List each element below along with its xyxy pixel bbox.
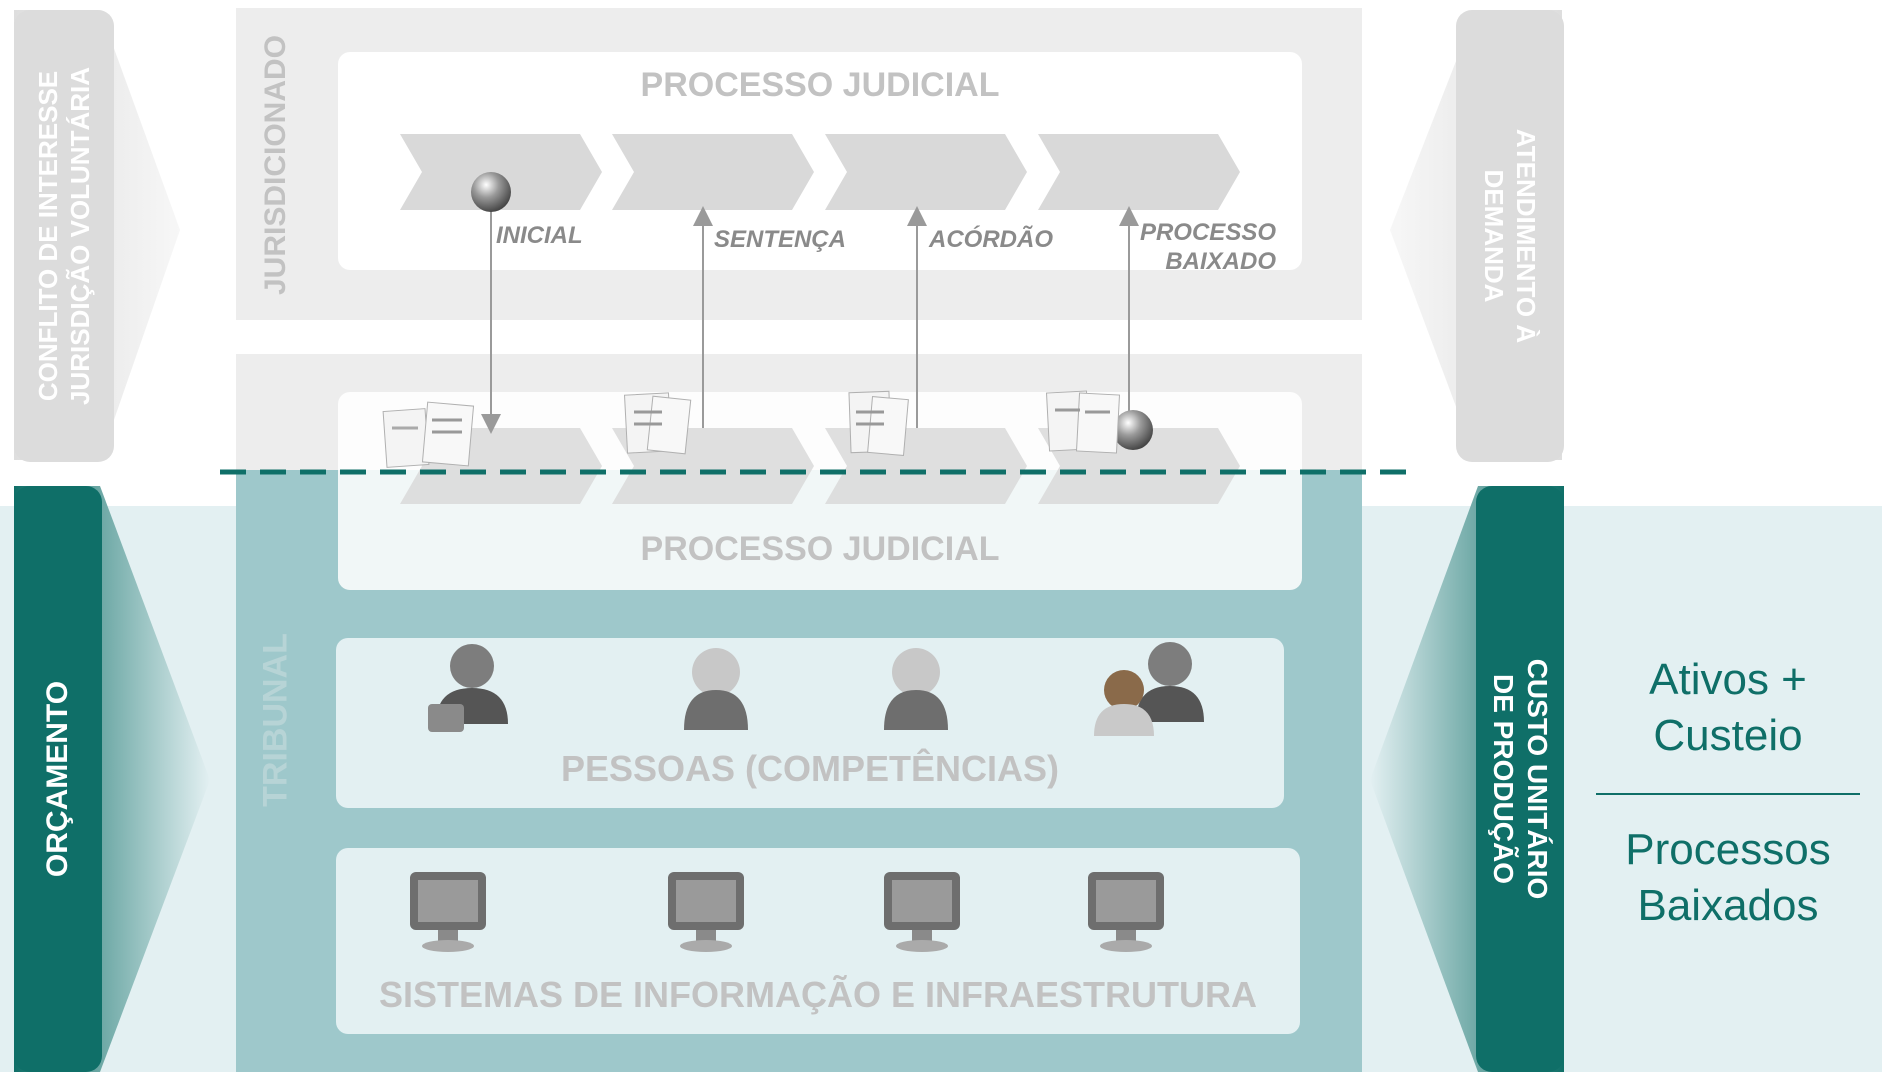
businessman-icon (428, 644, 508, 732)
pessoas-box (336, 638, 1284, 808)
formula-denominator: Processos Baixados (1596, 822, 1860, 934)
connector (538, 808, 570, 848)
bottom-process-title: PROCESSO JUDICIAL (640, 530, 1000, 568)
formula-denominator-line2: Baixados (1637, 881, 1819, 930)
monitor-icon (1088, 872, 1164, 952)
chevron-stage-1 (400, 134, 602, 210)
stage-label-sentenca: SENTENÇA (714, 226, 847, 253)
top-process-title: PROCESSO JUDICIAL (640, 66, 1000, 104)
stage-label-baixado: PROCESSO BAIXADO (1130, 218, 1276, 276)
jurisdicionado-label-wrap: JURISDICIONADO (236, 20, 316, 310)
judge-icon (684, 648, 748, 730)
banner-orcamento-label: ORÇAMENTO (41, 680, 74, 878)
judge-icon (884, 648, 948, 730)
banner-atendimento-line2: DEMANDA (1479, 169, 1509, 303)
tribunal-label: TRIBUNAL (256, 633, 295, 807)
connector (1054, 808, 1086, 848)
formula-denominator-line1: Processos (1625, 825, 1831, 874)
connector (538, 590, 570, 638)
documents-icon (1045, 390, 1121, 454)
documents-icon (382, 401, 475, 468)
banner-box-conflito (14, 10, 114, 462)
banner-orcamento: ORÇAMENTO (14, 486, 102, 1072)
documents-icon (848, 390, 909, 457)
formula-numerator-line1: Ativos + (1649, 655, 1807, 704)
stage-label-acordao: ACÓRDÃO (929, 226, 1053, 253)
monitor-icon (410, 872, 486, 952)
chevron-stage-2 (612, 134, 814, 210)
banner-box-atendimento (1456, 10, 1564, 462)
stage-label-baixado-line2: BAIXADO (1165, 248, 1276, 275)
sistemas-label: SISTEMAS DE INFORMAÇÃO E INFRAESTRUTURA (378, 974, 1257, 1015)
chevron-stage-4 (1038, 134, 1240, 210)
banner-custo: CUSTO UNITÁRIO DE PRODUÇÃO (1476, 486, 1564, 1072)
monitor-icon (884, 872, 960, 952)
token-ball-top (471, 172, 511, 212)
banner-box-orcamento (14, 486, 102, 1072)
pessoas-label: PESSOAS (COMPETÊNCIAS) (560, 748, 1060, 789)
banner-atendimento: ATENDIMENTO À DEMANDA (1456, 10, 1564, 462)
formula-numerator: Ativos + Custeio (1596, 652, 1860, 764)
top-process-box (338, 52, 1302, 270)
sistemas-box (336, 848, 1300, 1034)
banner-conflito-line1: CONFLITO DE INTERESSE (33, 70, 63, 402)
monitor-icon (668, 872, 744, 952)
people-group-icon (1094, 642, 1204, 736)
stage-label-inicial: INICIAL (496, 222, 583, 249)
banner-box-custo (1476, 486, 1564, 1072)
banner-atendimento-line1: ATENDIMENTO À (1511, 128, 1541, 344)
jurisdicionado-label: JURISDICIONADO (259, 34, 292, 296)
token-ball-bottom (1113, 410, 1153, 450)
banner-custo-line2: DE PRODUÇÃO (1488, 673, 1519, 885)
banner-conflito-line2: JURISDIÇÃO VOLUNTÁRIA (65, 66, 95, 406)
connector (1054, 590, 1086, 638)
banner-custo-line1: CUSTO UNITÁRIO (1522, 658, 1553, 900)
chevron-stage-3 (825, 134, 1027, 210)
documents-icon (623, 392, 692, 455)
banner-conflito: CONFLITO DE INTERESSE JURISDIÇÃO VOLUNTÁ… (14, 10, 114, 462)
stage-label-baixado-line1: PROCESSO (1139, 219, 1276, 246)
tribunal-label-wrap: TRIBUNAL (236, 600, 316, 840)
formula-numerator-line2: Custeio (1653, 711, 1803, 760)
